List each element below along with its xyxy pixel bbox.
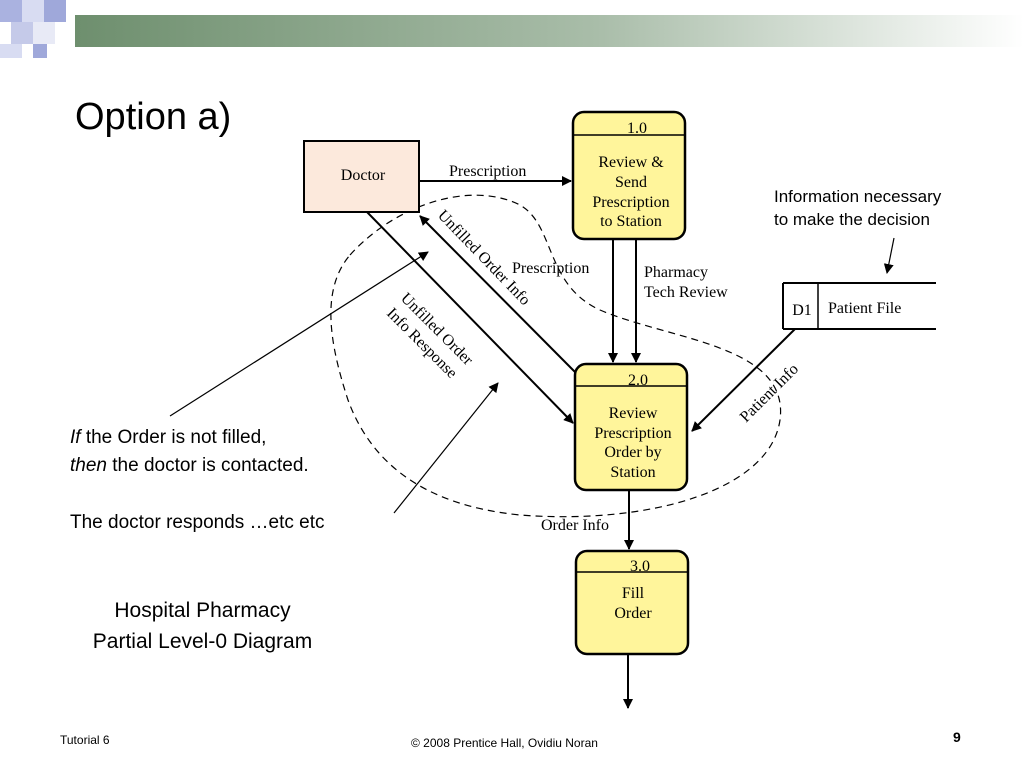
- process-2-line4: Station: [610, 464, 655, 481]
- note-information: Information necessary to make the decisi…: [774, 185, 941, 231]
- flow-unfilled-response-arrow: [366, 211, 574, 424]
- footer-center: © 2008 Prentice Hall, Ovidiu Noran: [411, 736, 598, 750]
- process-3-id: 3.0: [630, 558, 650, 575]
- flow-label-patient-info: Patient Info: [737, 361, 802, 426]
- flow-label-pharmacy-line2: Tech Review: [644, 284, 728, 301]
- process-2-line3: Order by: [604, 444, 661, 461]
- flow-unfilled-order-arrow: [419, 215, 576, 373]
- footer-left: Tutorial 6: [60, 733, 110, 747]
- process-1-line4: to Station: [600, 213, 662, 230]
- note-line2: to make the decision: [774, 210, 930, 229]
- process-1-id: 1.0: [627, 120, 647, 137]
- process-2-line1: Review: [609, 405, 658, 422]
- callout-pointer-response: [393, 382, 499, 514]
- note-pointer: [883, 237, 895, 274]
- page-number: 9: [953, 729, 961, 745]
- flow-label-prescription-top: Prescription: [449, 163, 526, 180]
- slide-caption: Hospital Pharmacy Partial Level-0 Diagra…: [60, 595, 345, 657]
- callout-line-then: then the doctor is contacted.: [70, 452, 309, 480]
- header-banner: [0, 0, 1024, 58]
- callout-if-then: If the Order is not filled, then the doc…: [70, 424, 309, 480]
- callout-response: The doctor responds …etc etc: [70, 512, 325, 533]
- process-1-line2: Send: [615, 174, 647, 191]
- process-1-line1: Review &: [598, 154, 664, 171]
- process-3-line2: Order: [614, 605, 652, 622]
- caption-line1: Hospital Pharmacy: [114, 599, 291, 622]
- caption-line2: Partial Level-0 Diagram: [92, 630, 313, 653]
- flow-label-pharmacy-line1: Pharmacy: [644, 264, 708, 281]
- callout-then-rest: the doctor is contacted.: [106, 455, 309, 476]
- datastore-d1: D1 Patient File: [782, 282, 936, 330]
- flow-patient-info-arrow: [691, 328, 796, 432]
- process-3: 3.0 Fill Order: [574, 549, 690, 656]
- flow-label-order-info: Order Info: [541, 517, 609, 534]
- flow-label-prescription-mid: Prescription: [512, 260, 589, 277]
- entity-doctor-label: Doctor: [341, 167, 386, 184]
- datastore-id: D1: [792, 302, 812, 319]
- process-1-line3: Prescription: [592, 194, 669, 211]
- callout-if-rest: the Order is not filled,: [80, 427, 267, 448]
- entity-doctor-box: [303, 140, 420, 213]
- callout-pointer-if: [169, 251, 429, 417]
- callout-then-word: then: [70, 455, 107, 476]
- process-3-line1: Fill: [622, 585, 645, 602]
- callout-if-word: If: [70, 427, 81, 448]
- callout-line-if: If the Order is not filled,: [70, 424, 309, 452]
- process-1: 1.0 Review & Send Prescription to Statio…: [571, 110, 687, 241]
- scope-boundary-dashed: [330, 194, 782, 518]
- process-2-line2: Prescription: [594, 425, 671, 442]
- process-2: 2.0 Review Prescription Order by Station: [573, 362, 689, 492]
- flow-label-unfilled-order-info: Unfilled Order Info: [434, 207, 533, 309]
- datastore-name: Patient File: [828, 300, 901, 317]
- note-line1: Information necessary: [774, 187, 942, 206]
- slide-title: Option a): [75, 96, 232, 138]
- process-2-id: 2.0: [628, 372, 648, 389]
